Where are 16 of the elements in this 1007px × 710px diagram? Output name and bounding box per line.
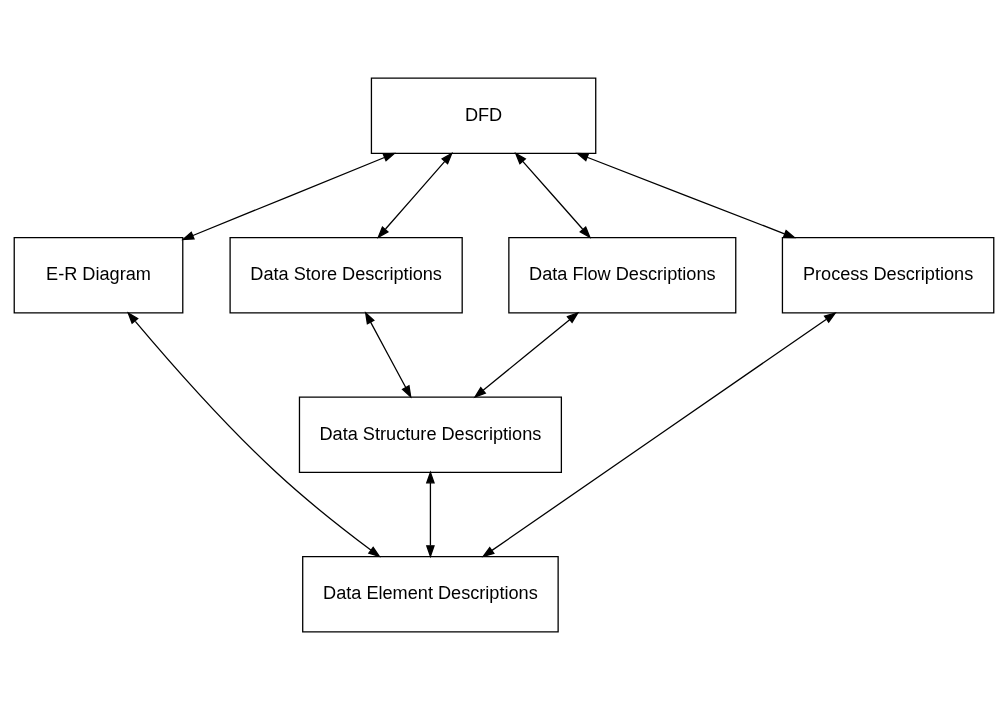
arrow [473,311,579,399]
arrow [575,152,796,239]
arrow [180,152,396,241]
node-box: Data Flow Descriptions [507,237,736,314]
node-box: DFD [370,77,596,155]
node-box: Data Element Descriptions [301,555,559,633]
arrow [126,311,381,558]
node-box: Process Descriptions [781,237,994,314]
node-box: Data Store Descriptions [228,237,463,314]
arrow [425,470,435,559]
node-box: E-R Diagram [13,237,183,314]
arrow [481,312,837,558]
arrow [364,311,412,399]
arrow [513,152,591,239]
node-box: Data Structure Descriptions [298,396,562,473]
arrow [376,151,453,239]
